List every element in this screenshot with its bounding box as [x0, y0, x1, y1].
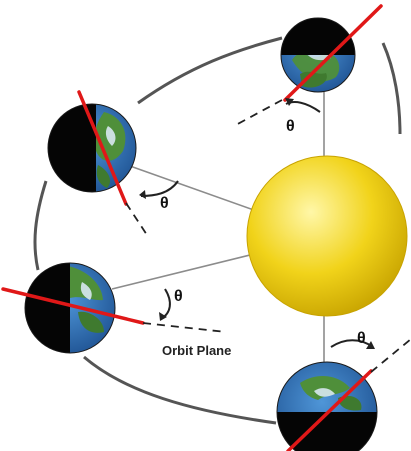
earth-icon	[278, 16, 358, 92]
earth-left-bottom	[20, 260, 115, 360]
theta-label-left-bottom: θ	[174, 288, 183, 305]
sun-icon	[247, 156, 407, 316]
earth-top	[278, 16, 358, 92]
theta-label-bottom: θ	[357, 330, 366, 347]
theta-label-left-top: θ	[160, 195, 169, 212]
theta-label-top: θ	[286, 118, 295, 135]
orbit-plane-label: Orbit Plane	[162, 343, 231, 358]
